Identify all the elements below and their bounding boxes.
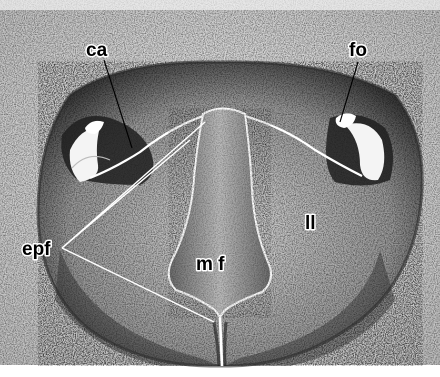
label-ca: ca — [86, 40, 108, 61]
label-epf: epf — [22, 239, 51, 260]
label-fo: fo — [349, 40, 367, 61]
label-ll: ll — [305, 213, 316, 234]
label-mf: m f — [196, 254, 225, 275]
